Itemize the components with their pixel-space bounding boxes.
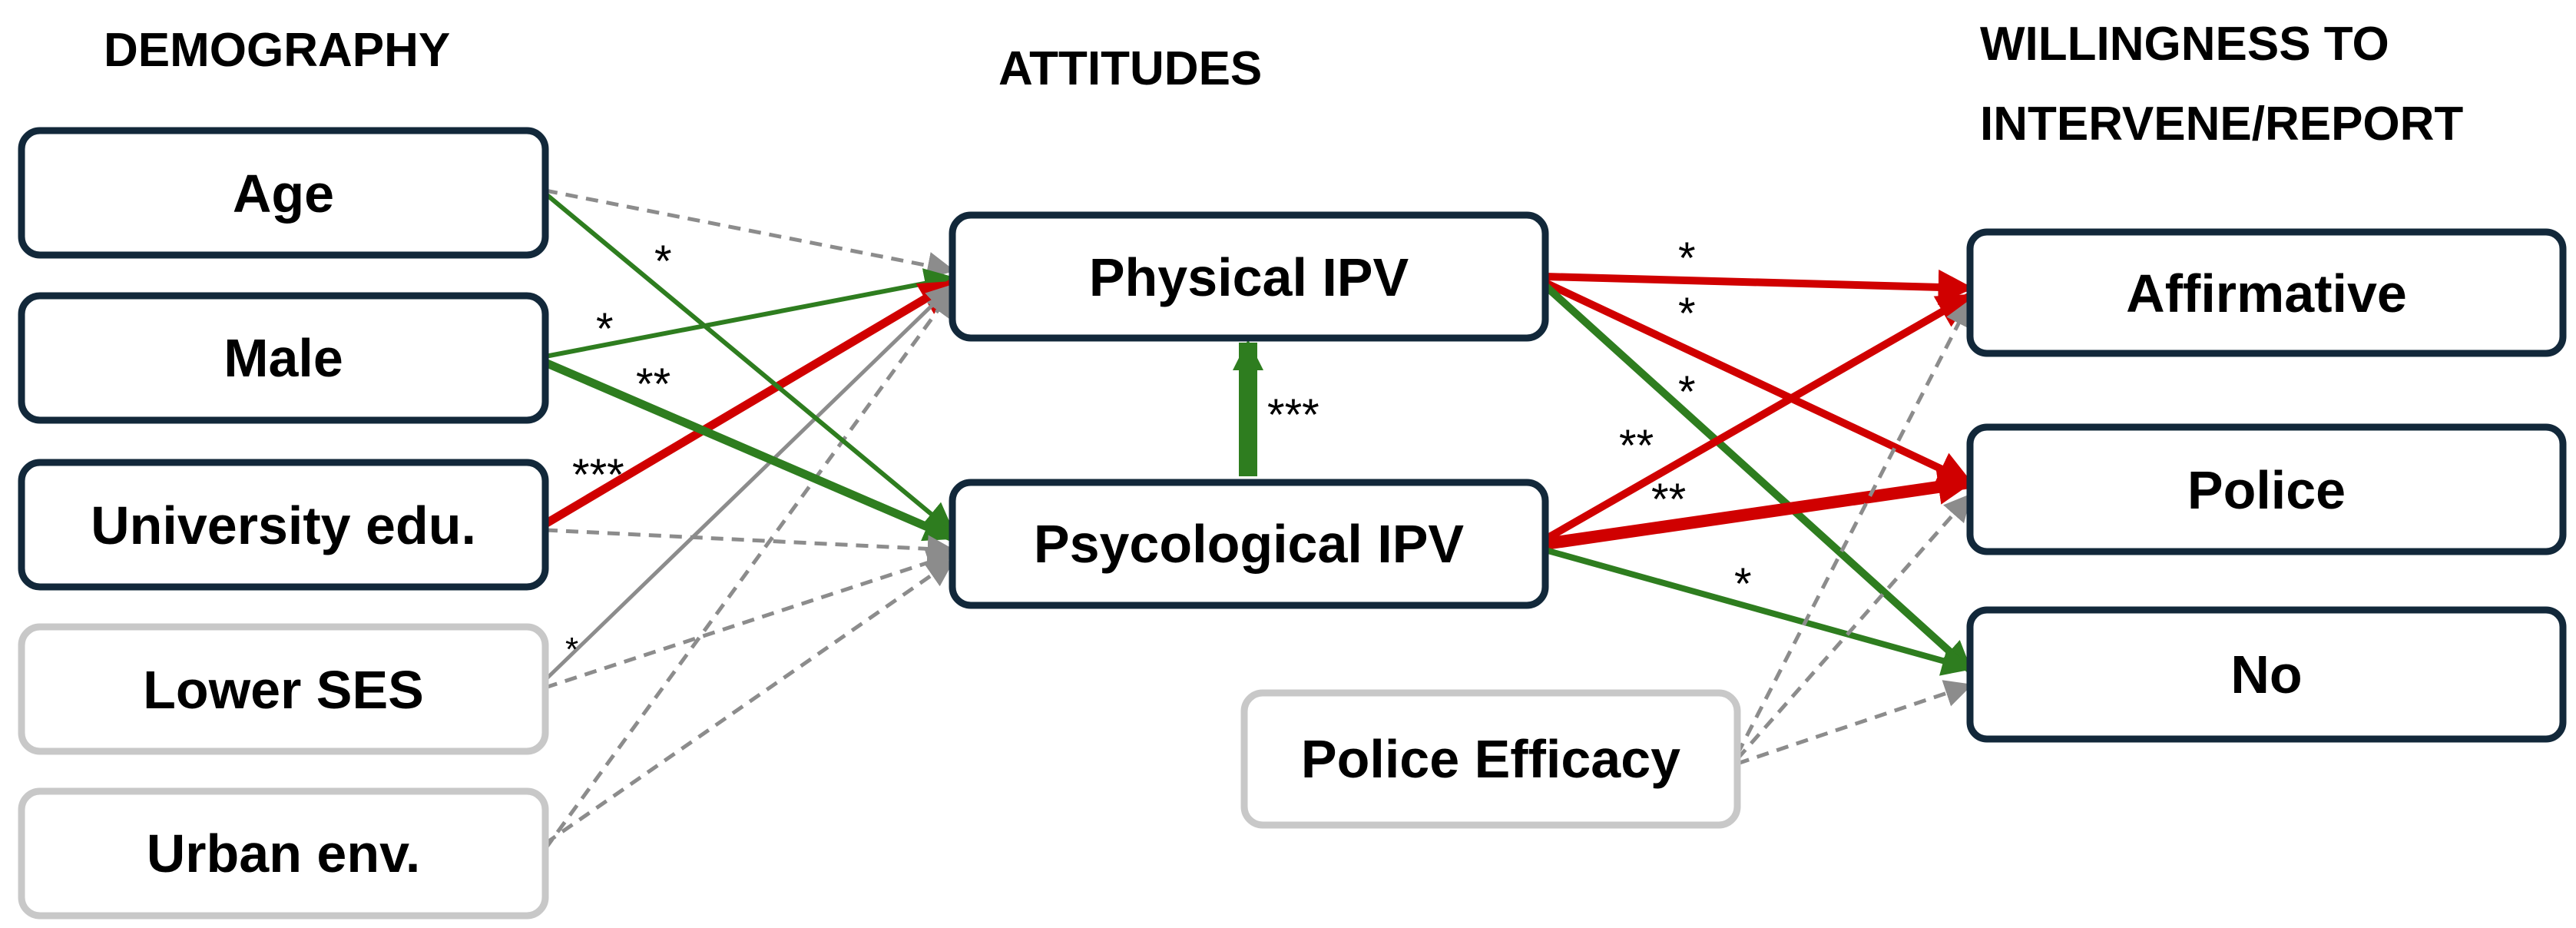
node-label-no: No <box>2230 645 2302 704</box>
column-title-attitudes: ATTITUDES <box>998 42 1262 95</box>
column-title-willingness-line1: WILLINGNESS TO <box>1980 18 2389 71</box>
node-label-psycological-ipv: Psycological IPV <box>1034 514 1465 574</box>
edge-efficacy-affirmative <box>1735 298 1972 756</box>
edge-male-physical <box>545 268 955 359</box>
edge-lowerses-physical <box>544 283 955 681</box>
sig-psycological-physical: *** <box>1267 390 1319 440</box>
edge-psycological-affirmative <box>1543 292 1973 543</box>
node-label-physical-ipv: Physical IPV <box>1089 247 1409 307</box>
node-label-police: Police <box>2187 460 2346 520</box>
sig-male-psycological: ** <box>636 360 670 409</box>
column-title-demography: DEMOGRAPHY <box>104 24 450 77</box>
edge-urban-physical <box>543 288 955 850</box>
edge-university-psycological <box>545 528 955 563</box>
path-edges <box>543 188 1974 850</box>
node-label-affirmative: Affirmative <box>2126 263 2407 323</box>
edge-physical-affirmative <box>1545 269 1974 305</box>
edge-age-physical <box>545 188 955 280</box>
edge-physical-police <box>1543 279 1974 486</box>
node-male: Male <box>18 292 549 424</box>
node-age: Age <box>18 127 549 259</box>
node-psycological-ipv: Psycological IPV <box>949 479 1549 609</box>
edge-efficacy-police <box>1736 493 1972 761</box>
sig-age-psycological: * <box>654 237 672 287</box>
sig-psycological-affirmative: ** <box>1619 421 1654 471</box>
edge-psycological-no <box>1544 547 1973 676</box>
edge-male-psycological <box>543 358 955 542</box>
edge-lowerses-psycological <box>545 549 955 690</box>
node-physical-ipv: Physical IPV <box>949 211 1549 342</box>
sig-university-physical: *** <box>572 450 624 500</box>
column-title-willingness-line2: INTERVENE/REPORT <box>1980 98 2463 151</box>
edge-age-psycological <box>544 191 955 534</box>
edge-physical-no <box>1542 283 1973 673</box>
node-police: Police <box>1966 423 2567 555</box>
node-label-male: Male <box>223 328 343 388</box>
node-university-edu: University edu. <box>18 459 549 591</box>
node-label-university-edu: University edu. <box>91 495 476 555</box>
sig-physical-affirmative: * <box>1678 234 1696 283</box>
significance-labels: * * ** *** * *** * * * ** ** * <box>565 234 1752 668</box>
node-label-police-efficacy: Police Efficacy <box>1301 729 1680 789</box>
edge-university-physical <box>543 279 955 528</box>
sig-psycological-no: * <box>1734 559 1752 609</box>
node-police-efficacy: Police Efficacy <box>1240 689 1741 829</box>
node-lower-ses: Lower SES <box>18 623 549 755</box>
sig-physical-police: * <box>1678 289 1696 339</box>
edge-psycological-police <box>1544 469 1974 550</box>
sig-lowerses-physical: * <box>565 631 578 668</box>
node-label-lower-ses: Lower SES <box>143 660 424 720</box>
sig-male-physical: * <box>596 304 614 354</box>
node-urban-env: Urban env. <box>18 787 549 920</box>
node-no: No <box>1966 606 2567 743</box>
edge-urban-psycological <box>544 558 955 846</box>
sig-physical-no: * <box>1678 367 1696 417</box>
node-affirmative: Affirmative <box>1966 228 2567 357</box>
sig-psycological-police: ** <box>1651 475 1686 525</box>
node-label-age: Age <box>233 164 334 224</box>
node-label-urban-env: Urban env. <box>147 824 421 883</box>
edge-efficacy-no <box>1737 680 1973 766</box>
